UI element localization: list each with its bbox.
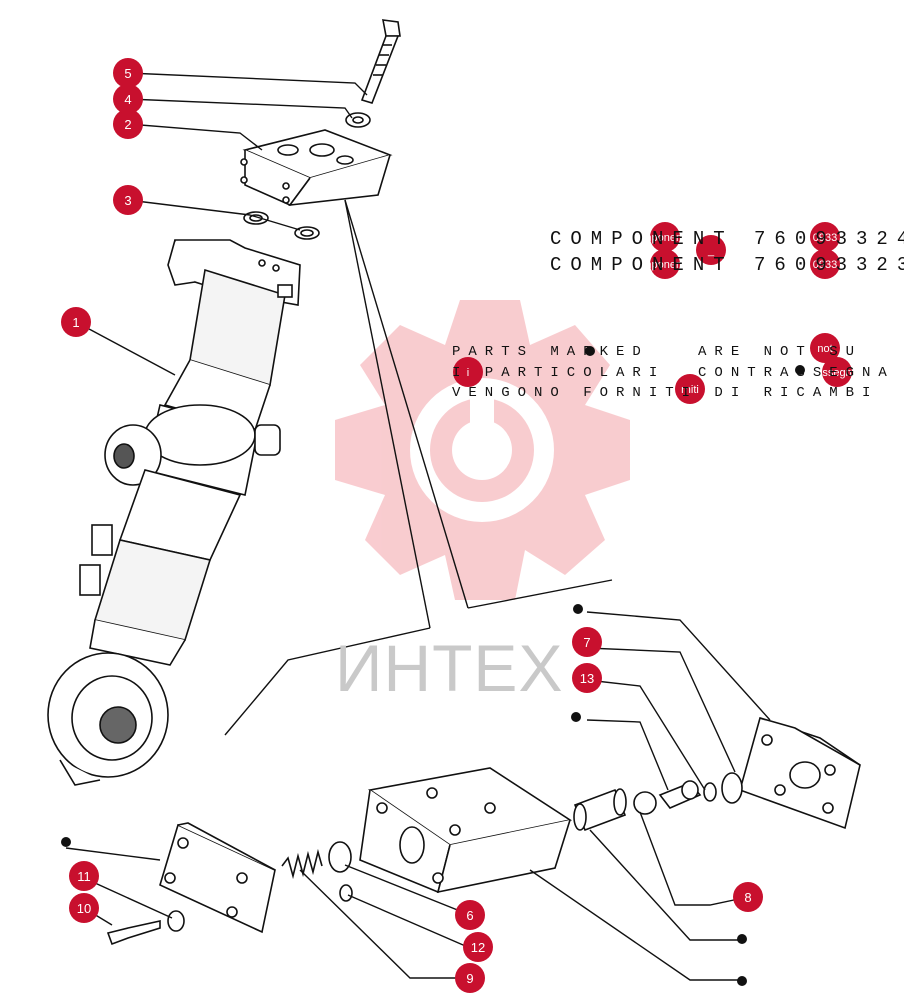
spring-and-seals <box>106 841 353 946</box>
overlay-badge-i[interactable]: assegna <box>816 357 859 387</box>
valve-block-top <box>240 129 393 207</box>
svg-text:0933: 0933 <box>813 259 837 271</box>
callout-6[interactable]: 6 <box>455 900 485 930</box>
callout-8[interactable]: 8 <box>733 882 763 912</box>
overlay-badge-b[interactable]: mponenti <box>642 249 688 279</box>
svg-text:3: 3 <box>124 193 131 208</box>
overlay-badge-c[interactable]: _ <box>696 235 726 265</box>
overlay-badge-d[interactable]: 0933 <box>810 222 840 252</box>
svg-text:5: 5 <box>124 66 131 81</box>
overlay-badge-h[interactable]: not <box>810 333 840 363</box>
callout-4[interactable]: 4 <box>113 84 143 114</box>
svg-text:_: _ <box>707 245 715 257</box>
svg-text:0933: 0933 <box>813 232 837 244</box>
svg-text:9: 9 <box>466 971 473 986</box>
not-supplied-markers <box>61 346 805 986</box>
parts-note-line-3: VENGONO FORNITI DI RICAMBI <box>452 385 879 401</box>
svg-text:8: 8 <box>744 890 751 905</box>
overlay-badge-a[interactable]: mponenti <box>642 222 688 252</box>
svg-text:10: 10 <box>77 901 91 916</box>
callout-2[interactable]: 2 <box>113 109 143 139</box>
svg-text:not: not <box>817 343 832 355</box>
hydraulic-cylinder <box>47 239 301 786</box>
svg-text:mponenti: mponenti <box>642 259 687 271</box>
svg-text:7: 7 <box>583 635 590 650</box>
leader-lines <box>65 72 771 981</box>
svg-text:11: 11 <box>77 869 91 884</box>
svg-text:13: 13 <box>580 671 594 686</box>
main-valve-body <box>359 767 573 894</box>
svg-text:4: 4 <box>124 92 131 107</box>
callout-5[interactable]: 5 <box>113 58 143 88</box>
overlay-badge-g[interactable]: rniti <box>675 374 705 404</box>
callout-7[interactable]: 7 <box>572 627 602 657</box>
svg-text:i: i <box>467 367 469 379</box>
end-cover-right <box>739 716 861 830</box>
parts-note-line-1: PARTS MARKED ARE NOT SU <box>452 344 863 360</box>
callout-1[interactable]: 1 <box>61 307 91 337</box>
callout-3[interactable]: 3 <box>113 185 143 215</box>
callout-13[interactable]: 13 <box>572 663 602 693</box>
parts-note-line-2: I PARTICOLARI CONTRASSEGNA <box>452 365 895 381</box>
svg-text:rniti: rniti <box>681 384 699 396</box>
o-rings-pair <box>243 211 320 240</box>
component-note-1: COMPONENT 76093324 <box>550 228 904 250</box>
svg-text:assegna: assegna <box>816 367 858 379</box>
callout-9[interactable]: 9 <box>455 963 485 993</box>
callout-12[interactable]: 12 <box>463 932 493 962</box>
overlay-badge-e[interactable]: 0933 <box>810 249 840 279</box>
exploded-detail-lines <box>224 199 613 736</box>
svg-text:1: 1 <box>72 315 79 330</box>
watermark-text: ИНТЕХ <box>335 631 564 705</box>
bolt-and-washer <box>345 19 401 128</box>
watermark-gear-logo <box>335 300 630 600</box>
svg-text:6: 6 <box>466 908 473 923</box>
component-note-2: COMPONENT 76093323 <box>550 254 904 276</box>
svg-text:12: 12 <box>471 940 485 955</box>
callout-10[interactable]: 10 <box>69 893 99 923</box>
callout-11[interactable]: 11 <box>69 861 99 891</box>
overlay-badge-f[interactable]: i <box>453 357 483 387</box>
svg-text:mponenti: mponenti <box>642 232 687 244</box>
svg-text:2: 2 <box>124 117 131 132</box>
end-cover-left <box>159 822 276 934</box>
spool-and-ball <box>573 772 743 832</box>
